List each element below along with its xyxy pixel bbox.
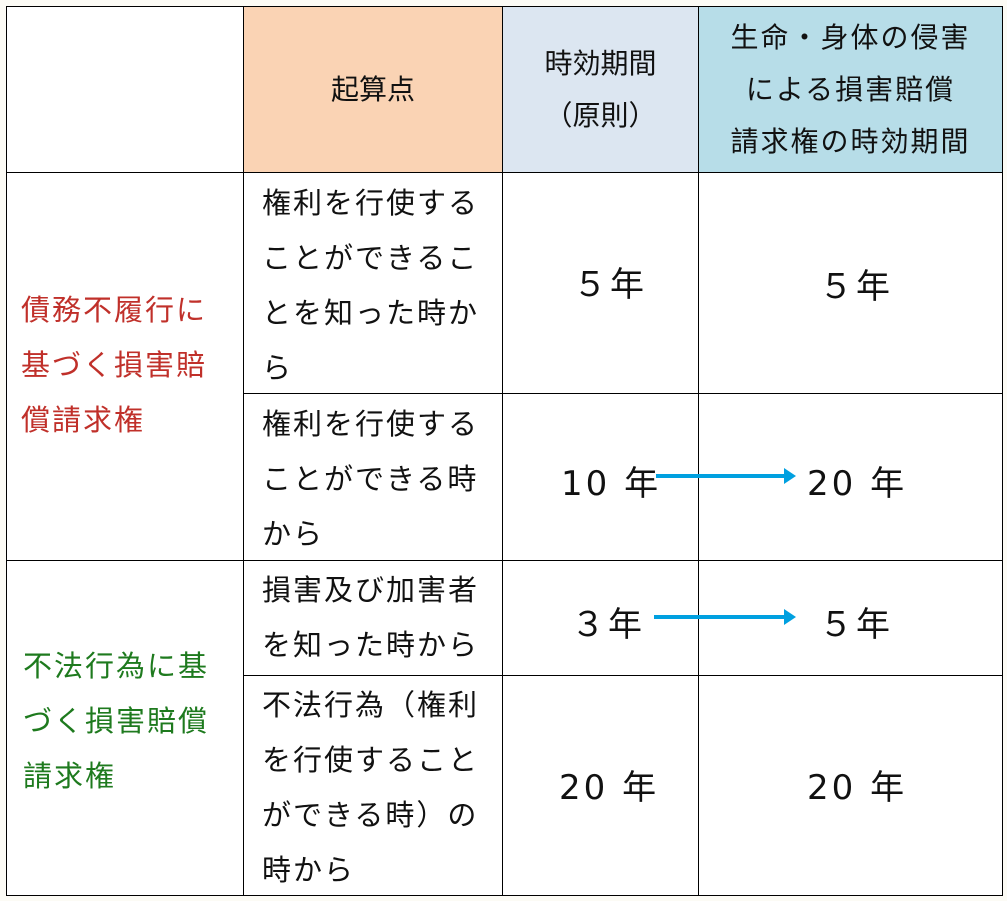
life-body-value: 20 年 xyxy=(807,464,908,504)
life-body-value: ５年 xyxy=(819,267,893,307)
group-label-tort: 不法行為に基 づく損害賠償 請求権 xyxy=(23,649,210,793)
header-start-point: 起算点 xyxy=(243,6,503,173)
life-body-cell: 20 年 xyxy=(698,675,1003,896)
principle-value: 10 年 xyxy=(561,464,662,504)
arrow-right-icon xyxy=(656,468,796,484)
principle-cell: ５年 xyxy=(502,172,699,394)
start-cell: 権利を行使する ことができるこ とを知った時か ら xyxy=(243,172,503,394)
life-body-value: 20 年 xyxy=(807,768,908,808)
start-text: 権利を行使する ことができるこ とを知った時か ら xyxy=(262,186,480,385)
start-text: 損害及び加害者 を知った時から xyxy=(262,573,480,662)
principle-value: 20 年 xyxy=(559,768,660,808)
principle-value: ３年 xyxy=(571,605,645,645)
life-body-value: ５年 xyxy=(819,605,893,645)
group-label-cell-contract: 債務不履行に 基づく損害賠 償請求権 xyxy=(6,172,244,561)
principle-cell: ３年 xyxy=(502,560,699,676)
header-empty-cell xyxy=(6,6,244,173)
start-text: 権利を行使する ことができる時 から xyxy=(262,407,480,551)
principle-cell: 20 年 xyxy=(502,675,699,896)
group-label-cell-tort: 不法行為に基 づく損害賠償 請求権 xyxy=(6,560,244,896)
start-text: 不法行為（権利 を行使すること ができる時）の 時から xyxy=(262,688,480,887)
start-cell: 損害及び加害者 を知った時から xyxy=(243,560,503,676)
header-period-principle: 時効期間 （原則） xyxy=(502,6,699,173)
group-label-contract: 債務不履行に 基づく損害賠 償請求権 xyxy=(21,293,208,437)
start-cell: 権利を行使する ことができる時 から xyxy=(243,393,503,561)
principle-value: ５年 xyxy=(573,265,647,305)
arrow-right-icon xyxy=(654,609,796,625)
header-period-life-body: 生命・身体の侵害 による損害賠償 請求権の時効期間 xyxy=(698,6,1003,173)
start-cell: 不法行為（権利 を行使すること ができる時）の 時から xyxy=(243,675,503,896)
life-body-cell: ５年 xyxy=(698,172,1003,394)
